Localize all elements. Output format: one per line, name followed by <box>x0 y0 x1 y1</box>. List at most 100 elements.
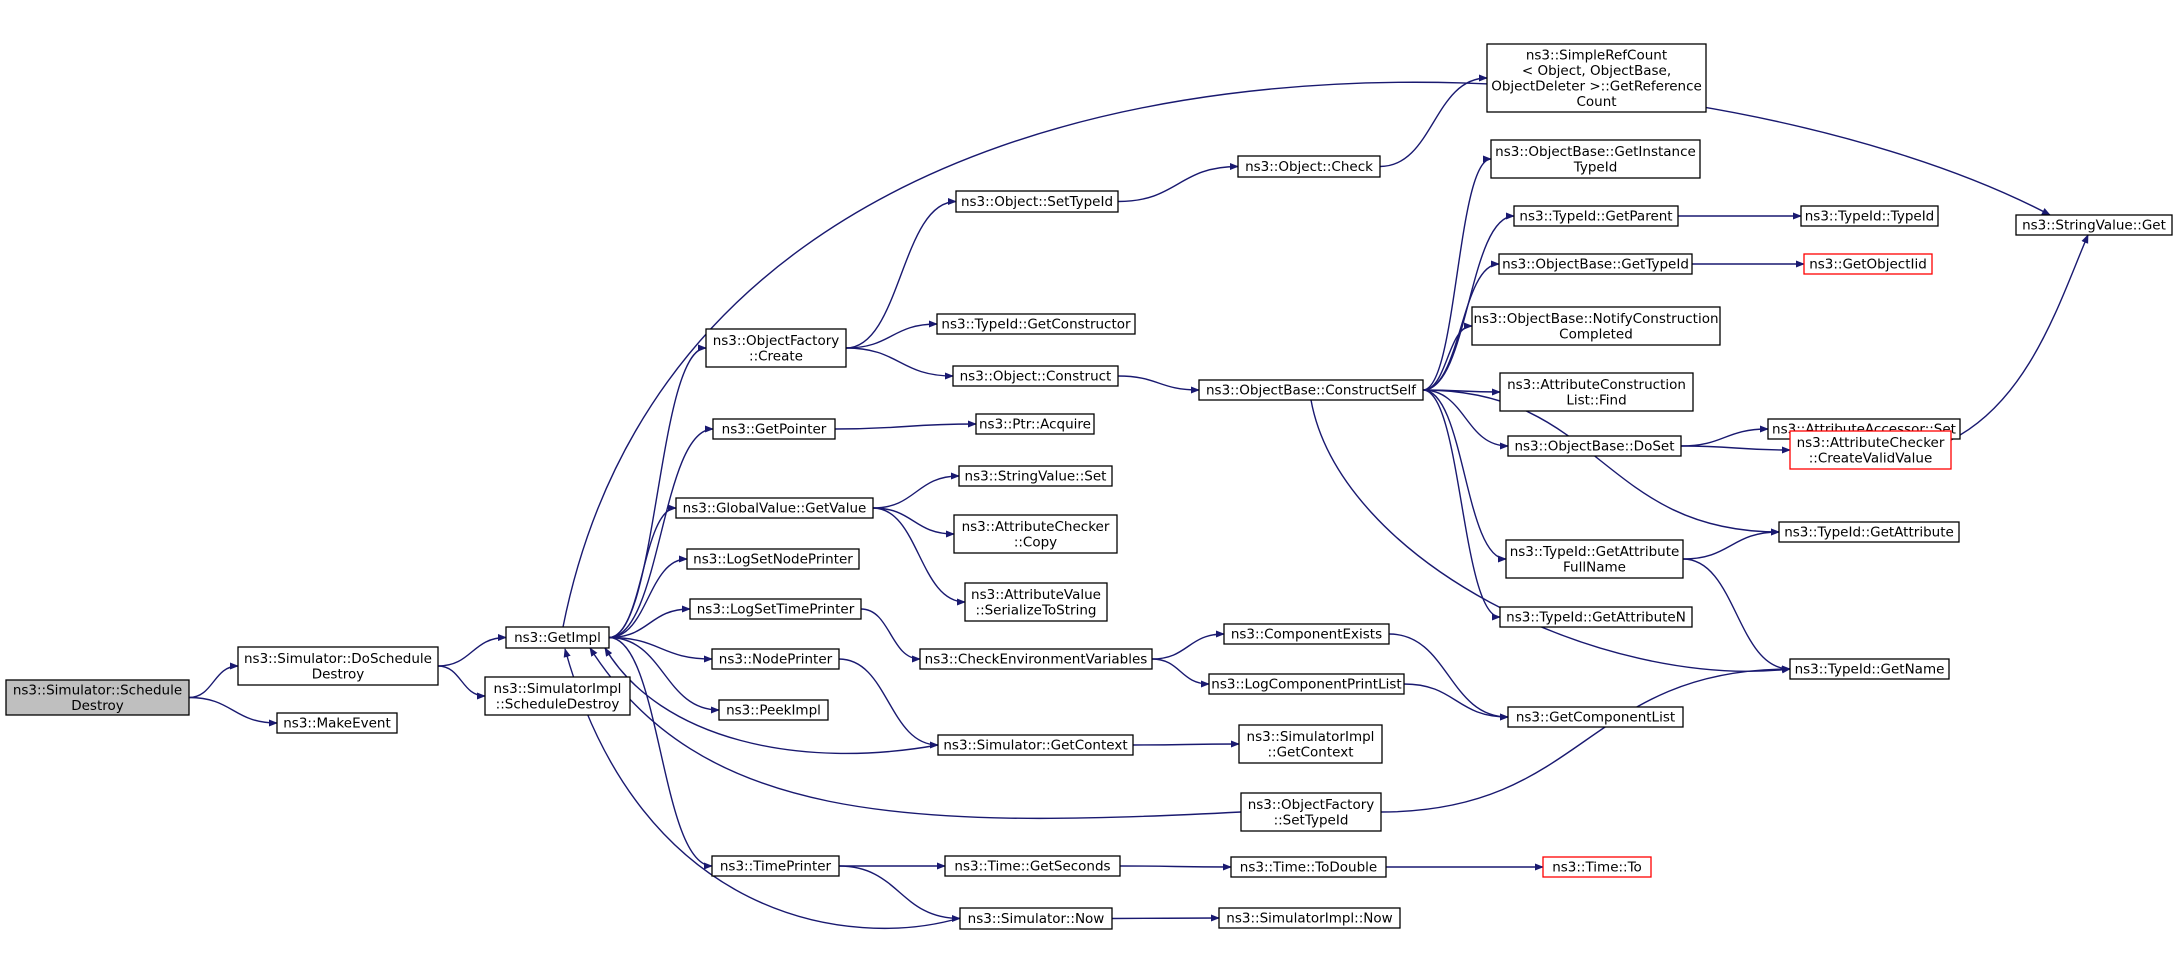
node-label: Destroy <box>71 698 124 714</box>
graph-node[interactable]: ns3::GlobalValue::GetValue <box>675 497 874 519</box>
graph-node[interactable]: ns3::AttributeChecker::CreateValidValue <box>1789 430 1952 470</box>
node-box <box>937 734 1134 756</box>
edge-n1-n4 <box>437 665 486 700</box>
edge-n3-n12 <box>608 636 713 870</box>
edge-n0-n1 <box>188 662 239 699</box>
graph-node[interactable]: ns3::TypeId::TypeId <box>1800 205 1939 227</box>
graph-node[interactable]: ns3::ComponentExists <box>1223 623 1390 645</box>
node-box <box>952 365 1119 387</box>
edge-n21-n29 <box>1132 740 1240 748</box>
node-box <box>1486 43 1707 113</box>
node-box <box>711 855 840 877</box>
node-label: ns3::Object::Check <box>1245 159 1373 175</box>
graph-node[interactable]: ns3::Simulator::Now <box>959 907 1113 930</box>
edge-n3-n7 <box>608 504 677 639</box>
node-label: ns3::PeekImpl <box>726 703 821 719</box>
graph-node[interactable]: ns3::GetPointer <box>712 418 836 440</box>
graph-node[interactable]: ns3::StringValue::Get <box>2015 214 2173 236</box>
graph-node[interactable]: ns3::ObjectFactory::Create <box>705 328 847 368</box>
graph-node[interactable]: ns3::GetObjectIid <box>1803 253 1933 275</box>
edge-n26-n35 <box>1422 260 1500 391</box>
node-box <box>1230 856 1387 878</box>
node-box <box>1505 539 1684 579</box>
graph-node[interactable]: ns3::TypeId::GetAttributeN <box>1499 606 1693 628</box>
graph-node[interactable]: ns3::Ptr::Acquire <box>975 413 1095 435</box>
node-label: FullName <box>1563 559 1626 575</box>
graph-node[interactable]: ns3::Time::ToDouble <box>1230 856 1387 878</box>
node-box <box>1240 792 1382 832</box>
node-box <box>675 497 874 519</box>
graph-node[interactable]: ns3::ObjectBase::ConstructSelf <box>1198 379 1424 401</box>
node-label: ns3::LogComponentPrintList <box>1211 677 1401 693</box>
graph-node[interactable]: ns3::SimulatorImpl::ScheduleDestroy <box>484 676 631 716</box>
graph-node[interactable]: ns3::Time::To <box>1542 856 1652 878</box>
edge-n7-n17 <box>872 472 960 509</box>
graph-node[interactable]: ns3::GetImpl <box>505 626 610 649</box>
edge-n23-n32 <box>1111 914 1220 922</box>
graph-node[interactable]: ns3::SimulatorImpl::Now <box>1218 907 1401 929</box>
graph-node[interactable]: ns3::Object::SetTypeId <box>955 190 1119 213</box>
node-box <box>1803 253 1933 275</box>
graph-node[interactable]: ns3::TypeId::GetName <box>1789 658 1950 680</box>
graph-node[interactable]: ns3::ObjectFactory::SetTypeId <box>1240 792 1382 832</box>
graph-node[interactable]: ns3::Object::Check <box>1237 155 1381 178</box>
node-label: ns3::GetImpl <box>514 630 601 646</box>
node-label: ns3::Time::To <box>1552 860 1642 876</box>
graph-node[interactable]: ns3::SimulatorImpl::GetContext <box>1238 724 1383 764</box>
node-label: ns3::TypeId::TypeId <box>1805 209 1935 225</box>
edge-n38-n45 <box>1680 425 1769 447</box>
node-box <box>1208 673 1405 695</box>
edge-n3-n5 <box>608 344 707 639</box>
graph-node[interactable]: ns3::ObjectBase::NotifyConstructionCompl… <box>1471 306 1721 346</box>
graph-node[interactable]: ns3::MakeEvent <box>276 712 398 734</box>
node-label: ns3::TypeId::GetParent <box>1519 209 1672 225</box>
node-label: ::Copy <box>1014 534 1057 550</box>
nodes: ns3::Simulator::ScheduleDestroyns3::Simu… <box>5 43 2173 930</box>
node-label: ns3::AttributeValue <box>971 587 1101 603</box>
graph-node[interactable]: ns3::TypeId::GetParent <box>1513 205 1679 227</box>
graph-node[interactable]: ns3::PeekImpl <box>718 699 829 721</box>
graph-node[interactable]: ns3::TypeId::GetConstructor <box>936 313 1136 335</box>
graph-node[interactable]: ns3::SimpleRefCount< Object, ObjectBase,… <box>1486 43 1707 113</box>
edge-n28-n41 <box>1403 683 1509 721</box>
node-label: ObjectDeleter >::GetReference <box>1491 78 1702 94</box>
node-box <box>1498 253 1693 275</box>
graph-node[interactable]: ns3::ObjectBase::GetTypeId <box>1498 253 1693 275</box>
graph-node[interactable]: ns3::AttributeChecker::Copy <box>953 514 1118 554</box>
node-box <box>1513 205 1679 227</box>
graph-node[interactable]: ns3::ObjectBase::DoSet <box>1507 435 1682 457</box>
edge-n26-n36 <box>1422 322 1473 391</box>
graph-node[interactable]: ns3::GetComponentList <box>1507 706 1684 728</box>
node-box <box>1789 658 1950 680</box>
node-box <box>958 465 1113 487</box>
edge-n3-n8 <box>608 555 688 639</box>
graph-node[interactable]: ns3::StringValue::Set <box>958 465 1113 487</box>
edge-n26-n38 <box>1422 389 1509 450</box>
node-box <box>689 598 862 620</box>
graph-node[interactable]: ns3::Time::GetSeconds <box>944 855 1121 877</box>
edge-n15-n26 <box>1117 375 1200 394</box>
graph-node[interactable]: ns3::Simulator::GetContext <box>937 734 1134 756</box>
node-label: ns3::TypeId::GetAttribute <box>1510 544 1680 560</box>
graph-node[interactable]: ns3::AttributeValue::SerializeToString <box>964 582 1108 622</box>
node-box <box>1238 724 1383 764</box>
graph-node[interactable]: ns3::Object::Construct <box>952 365 1119 387</box>
graph-node[interactable]: ns3::CheckEnvironmentVariables <box>919 648 1153 670</box>
node-box <box>686 548 860 570</box>
graph-node[interactable]: ns3::NodePrinter <box>711 648 840 670</box>
graph-node[interactable]: ns3::TypeId::GetAttribute <box>1778 521 1960 543</box>
node-label: ns3::ObjectFactory <box>1248 797 1375 813</box>
graph-node[interactable]: ns3::LogSetNodePrinter <box>686 548 860 570</box>
graph-node[interactable]: ns3::LogSetTimePrinter <box>689 598 862 620</box>
node-box <box>944 855 1121 877</box>
graph-node[interactable]: ns3::Simulator::ScheduleDestroy <box>5 679 190 716</box>
graph-node[interactable]: ns3::LogComponentPrintList <box>1208 673 1405 695</box>
node-label: ns3::StringValue::Get <box>2022 218 2166 234</box>
node-box <box>1499 606 1693 628</box>
graph-node[interactable]: ns3::TimePrinter <box>711 855 840 877</box>
node-label: ns3::GetPointer <box>722 422 827 438</box>
